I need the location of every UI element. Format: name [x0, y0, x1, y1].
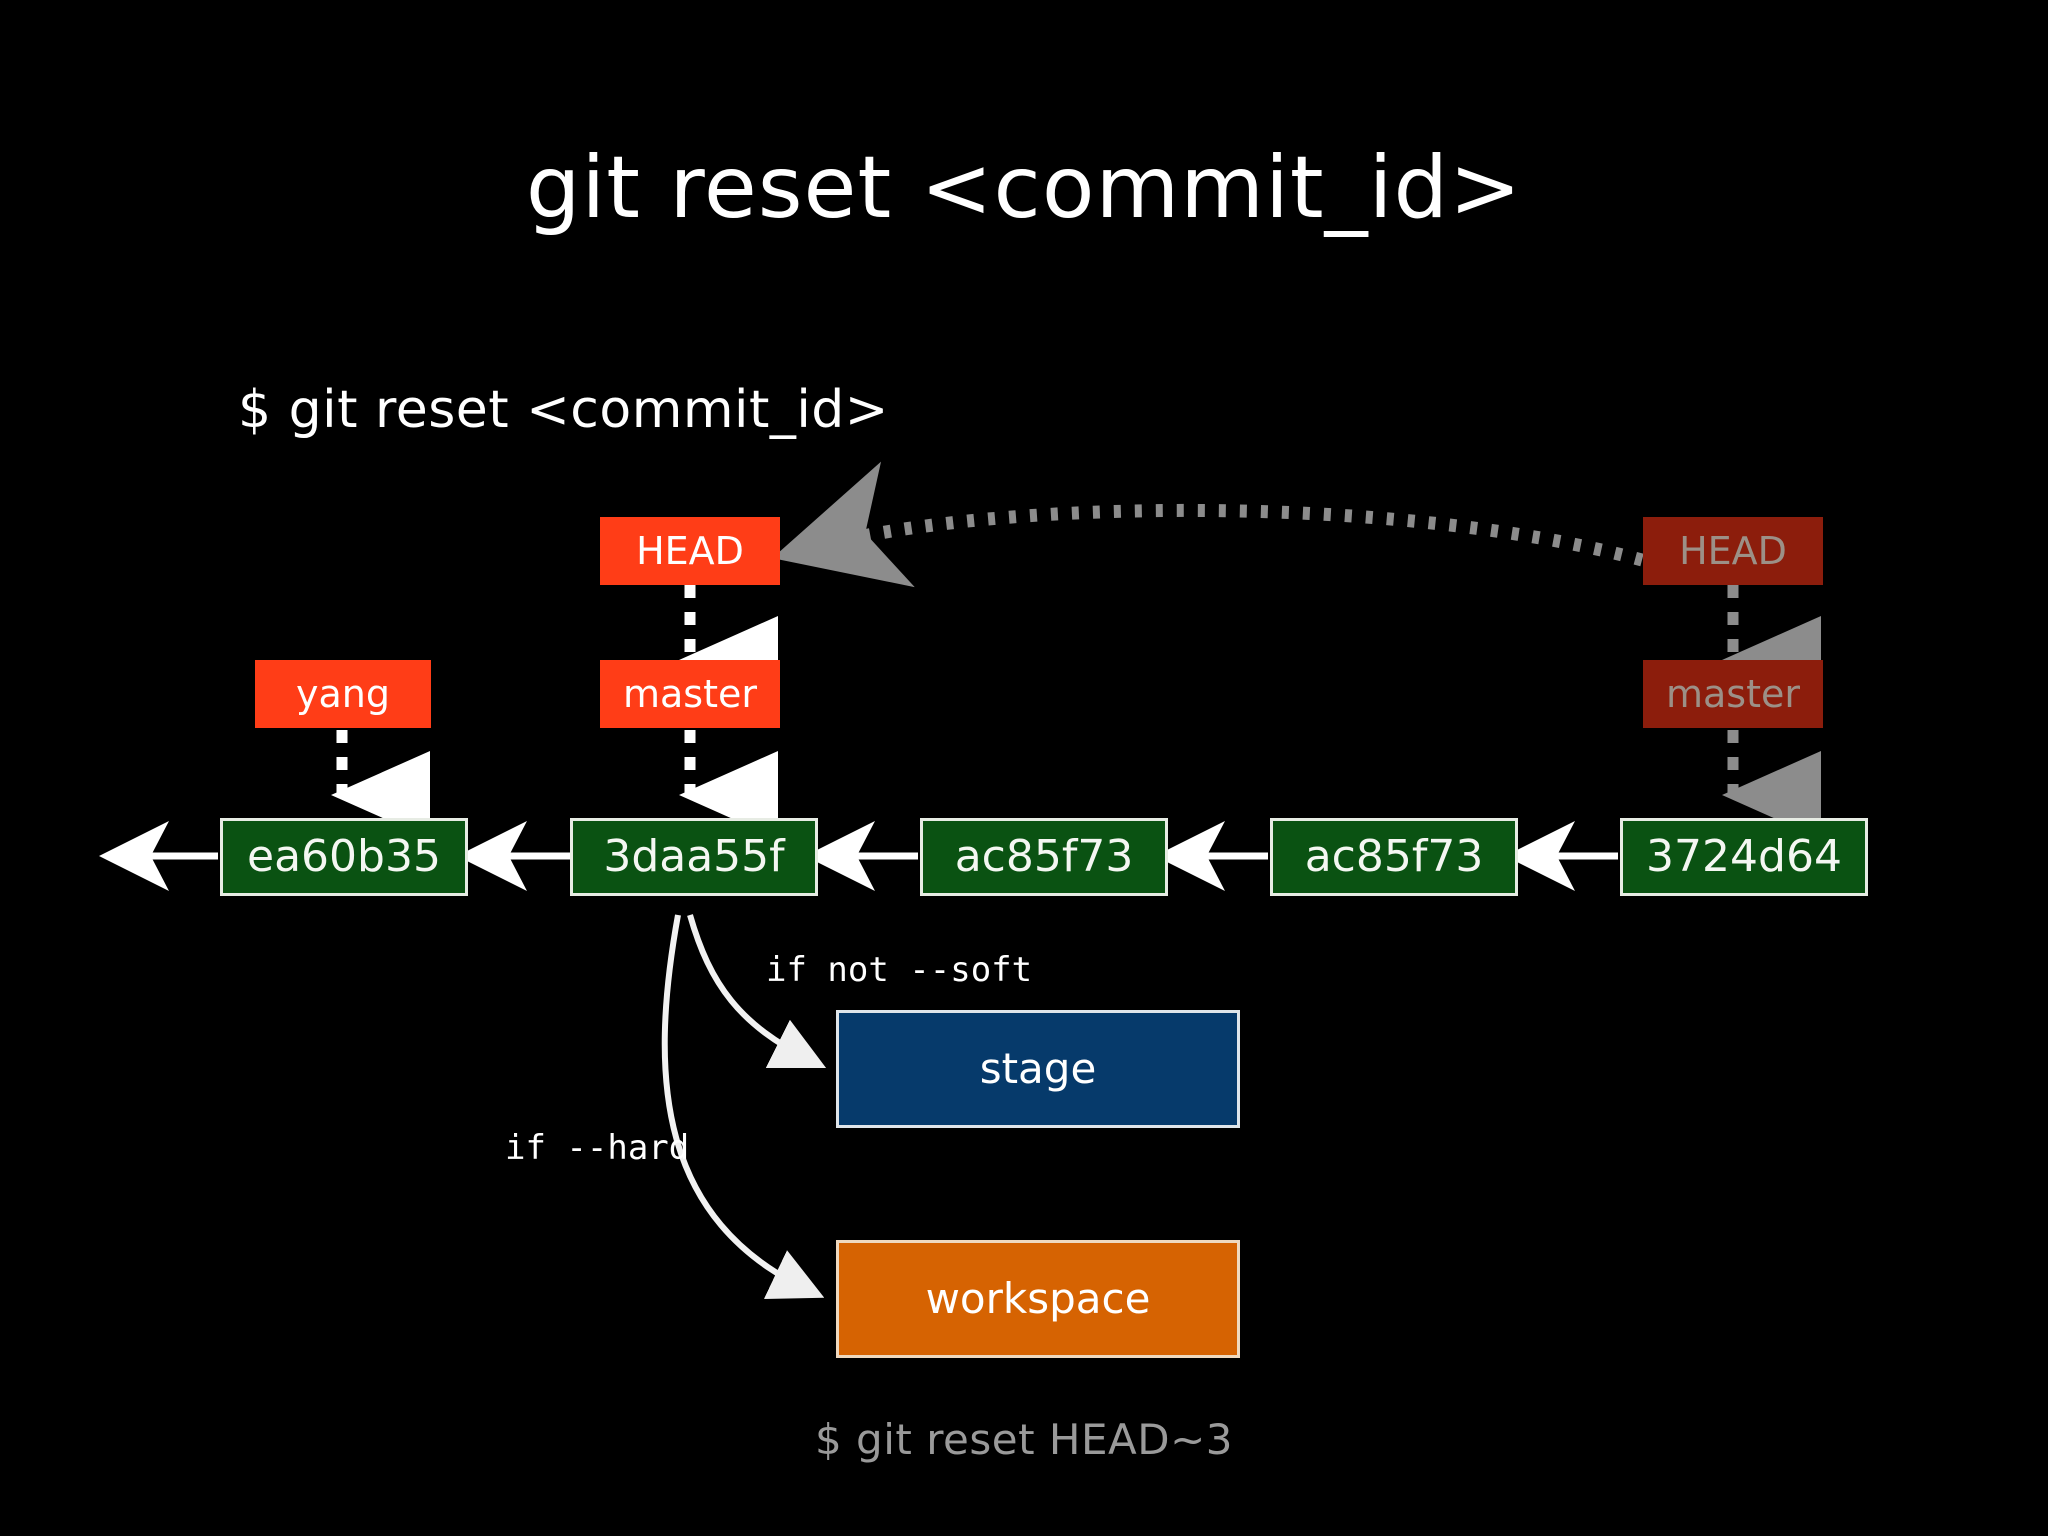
- if-hard-label: if --hard: [505, 1128, 690, 1168]
- commit-id-label: 3724d64: [1646, 831, 1842, 882]
- commit-node[interactable]: ea60b35: [220, 818, 468, 896]
- stage-label: stage: [979, 1044, 1097, 1093]
- commit-id-label: ea60b35: [247, 831, 441, 882]
- commit-node[interactable]: 3724d64: [1620, 818, 1868, 896]
- master-ref-new-label: master: [622, 672, 757, 716]
- slide-title: git reset <commit_id>: [525, 138, 1523, 238]
- stage-box[interactable]: stage: [836, 1010, 1240, 1128]
- command-line: $ git reset <commit_id>: [238, 380, 889, 440]
- workspace-box[interactable]: workspace: [836, 1240, 1240, 1358]
- commit-node[interactable]: ac85f73: [1270, 818, 1518, 896]
- master-ref-old-label: master: [1665, 672, 1800, 716]
- commit-node[interactable]: ac85f73: [920, 818, 1168, 896]
- yang-ref[interactable]: yang: [255, 660, 431, 728]
- head-move-arrow: [772, 461, 1644, 588]
- master-ref-new[interactable]: master: [600, 660, 780, 728]
- commit-id-label: ac85f73: [954, 831, 1134, 882]
- commit-id-label: 3daa55f: [603, 831, 785, 882]
- head-ref-old[interactable]: HEAD: [1643, 517, 1823, 585]
- if-not-soft-label: if not --soft: [766, 950, 1033, 990]
- commit-id-label: ac85f73: [1304, 831, 1484, 882]
- head-ref-new[interactable]: HEAD: [600, 517, 780, 585]
- commit-node[interactable]: 3daa55f: [570, 818, 818, 896]
- head-ref-old-label: HEAD: [1679, 529, 1787, 573]
- master-ref-old[interactable]: master: [1643, 660, 1823, 728]
- yang-ref-label: yang: [296, 672, 390, 716]
- head-ref-new-label: HEAD: [636, 529, 744, 573]
- slide-caption: $ git reset HEAD~3: [814, 1415, 1234, 1464]
- workspace-label: workspace: [925, 1274, 1151, 1323]
